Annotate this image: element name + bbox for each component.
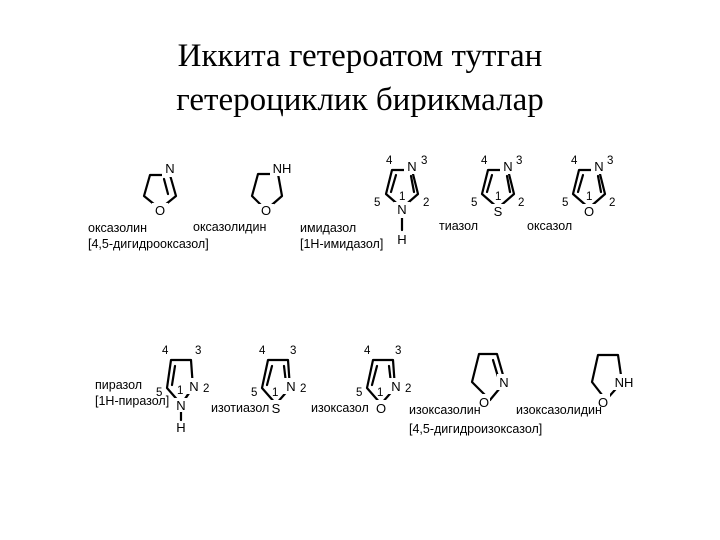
label-isoxazolidine: изоксазолидин — [516, 403, 602, 417]
label-thiazole: тиазол — [439, 219, 478, 233]
locant-4: 4 — [259, 345, 266, 357]
atom-o: O — [598, 395, 608, 410]
locant-3: 3 — [395, 345, 401, 357]
locant-2: 2 — [203, 383, 209, 395]
locant-1: 1 — [399, 191, 405, 203]
structure-oxazolidine: NH O — [250, 160, 294, 220]
locant-4: 4 — [162, 345, 169, 357]
locant-3: 3 — [607, 155, 613, 167]
label-isoxazoline-alt: [4,5-дигидроизоксазол] — [409, 422, 542, 436]
label-isoxazoline: изоксазолин — [409, 403, 481, 417]
atom-s: S — [272, 401, 281, 416]
atom-s: S — [494, 204, 503, 219]
locant-1: 1 — [495, 191, 501, 203]
atom-nh: NH — [273, 161, 292, 176]
atom-h: H — [397, 232, 406, 247]
locant-2: 2 — [518, 197, 524, 209]
locant-5: 5 — [471, 197, 477, 209]
atom-o: O — [155, 203, 165, 218]
locant-4: 4 — [364, 345, 371, 357]
title-line-1: Иккита гетероатом тутган — [177, 38, 543, 74]
locant-1: 1 — [377, 387, 383, 399]
atom-n: N — [286, 379, 295, 394]
atom-n: N — [499, 375, 508, 390]
locant-4: 4 — [386, 155, 393, 167]
locant-5: 5 — [156, 387, 162, 399]
atom-n: N — [391, 379, 400, 394]
locant-3: 3 — [195, 345, 201, 357]
label-oxazoline-alt: [4,5-дигидрооксазол] — [88, 237, 209, 251]
locant-1: 1 — [586, 191, 592, 203]
structure-isoxazolidine: NH O — [590, 353, 636, 410]
structure-imidazole: N N H 4 3 5 1 2 — [374, 155, 429, 247]
label-isoxazole: изоксазол — [311, 401, 369, 415]
label-oxazoline: оксазолин — [88, 221, 147, 235]
locant-1: 1 — [272, 387, 278, 399]
label-isothiazole: изотиазол — [211, 401, 269, 415]
atom-n: N — [503, 159, 512, 174]
label-oxazolidine: оксазолидин — [193, 220, 266, 234]
atom-n2: N — [189, 379, 198, 394]
locant-5: 5 — [251, 387, 257, 399]
atom-n: N — [165, 161, 174, 176]
structure-isothiazole: N S 4 3 5 1 2 — [251, 345, 306, 416]
locant-3: 3 — [421, 155, 427, 167]
structure-oxazoline: N O — [142, 160, 178, 219]
atom-o: O — [261, 203, 271, 218]
slide-title: Иккита гетероатом тутган гетероциклик би… — [0, 34, 720, 122]
title-line-2: гетероциклик бирикмалар — [176, 82, 544, 118]
structure-oxazole: N O 4 3 5 1 2 — [562, 155, 615, 220]
locant-3: 3 — [516, 155, 522, 167]
locant-5: 5 — [356, 387, 362, 399]
atom-n: N — [594, 159, 603, 174]
label-oxazole: оксазол — [527, 219, 572, 233]
atom-nh: NH — [615, 375, 634, 390]
locant-4: 4 — [481, 155, 488, 167]
atom-o: O — [376, 401, 386, 416]
locant-5: 5 — [562, 197, 568, 209]
locant-4: 4 — [571, 155, 578, 167]
structure-isoxazole: N O 4 3 5 1 2 — [356, 345, 411, 416]
atom-n3: N — [407, 159, 416, 174]
locant-1: 1 — [177, 385, 183, 397]
structure-pyrazole: N N H 4 3 5 1 2 — [156, 345, 209, 435]
locant-2: 2 — [423, 197, 429, 209]
locant-2: 2 — [405, 383, 411, 395]
structure-thiazole: N S 4 3 5 1 2 — [471, 155, 524, 220]
locant-2: 2 — [609, 197, 615, 209]
locant-5: 5 — [374, 197, 380, 209]
atom-o: O — [584, 204, 594, 219]
label-pyrazole: пиразол — [95, 378, 142, 392]
atom-h: H — [176, 420, 185, 435]
label-imidazole: имидазол — [300, 221, 356, 235]
label-imidazole-alt: [1H-имидазол] — [300, 237, 383, 251]
atom-n1: N — [397, 202, 406, 217]
label-pyrazole-alt: [1H-пиразол] — [95, 394, 169, 408]
structure-isoxazoline: N O — [470, 352, 511, 410]
locant-3: 3 — [290, 345, 296, 357]
atom-n1: N — [176, 398, 185, 413]
atom-o: O — [479, 395, 489, 410]
locant-2: 2 — [300, 383, 306, 395]
